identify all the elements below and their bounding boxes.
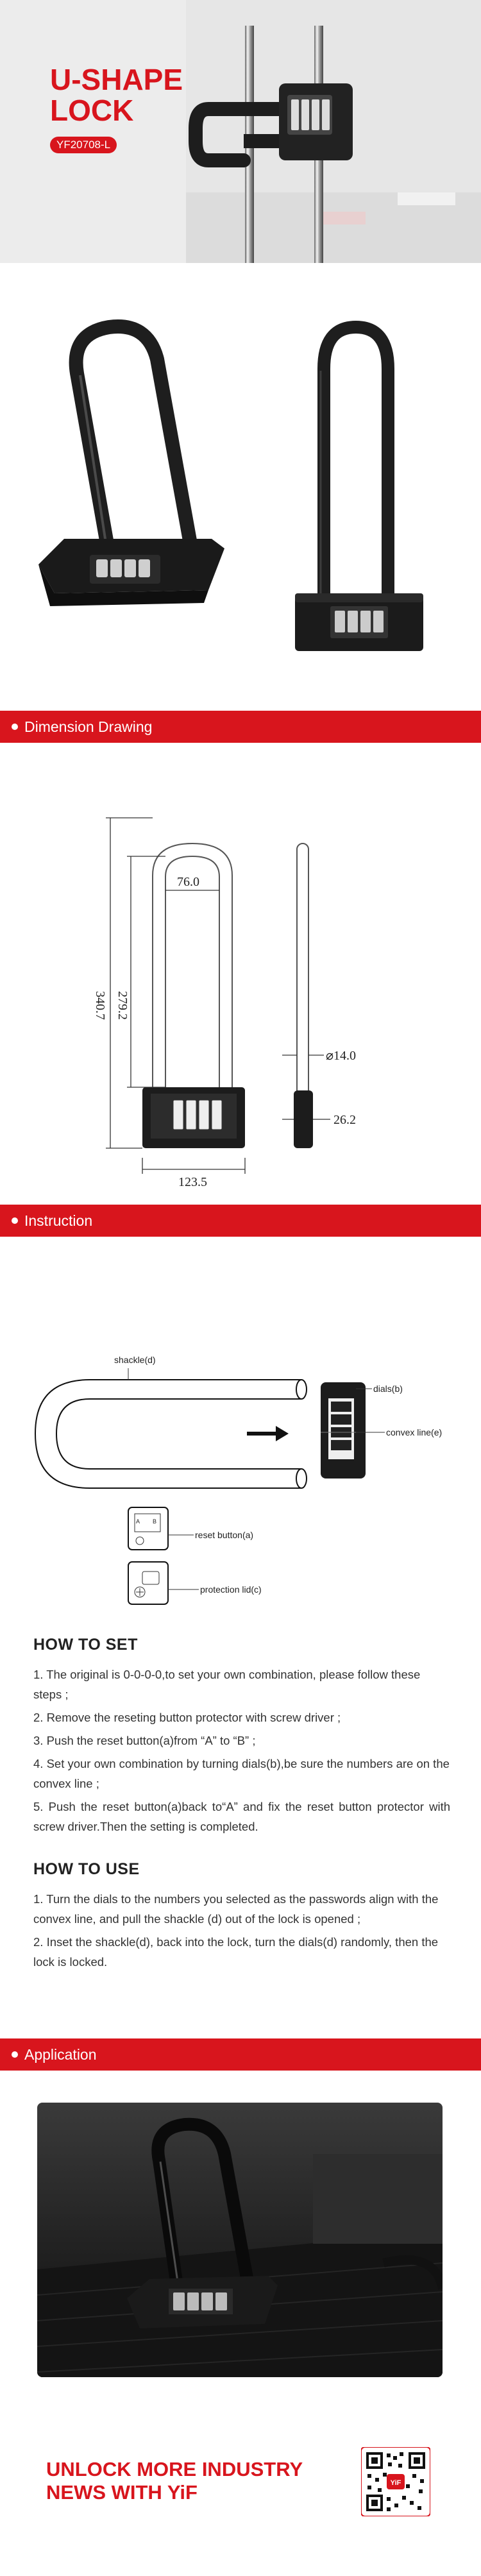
dimension-drawing: 76.0 279.2 340.7 ⌀14.0 26.2 123.5 bbox=[93, 817, 356, 1189]
how-to-set-section: HOW TO SET 1. The original is 0-0-0-0,to… bbox=[33, 1636, 450, 1840]
label-convex-line: convex line(e) bbox=[386, 1427, 442, 1437]
qr-logo: YiF bbox=[391, 2479, 401, 2487]
application-photo bbox=[37, 2103, 443, 2377]
section-header-dimension: Dimension Drawing bbox=[0, 711, 481, 743]
dim-shackle-diameter: ⌀14.0 bbox=[326, 1049, 356, 1063]
hero-banner: U-SHAPE LOCK YF20708-L bbox=[0, 0, 481, 263]
set-step: 1. The original is 0-0-0-0,to set your o… bbox=[33, 1668, 421, 1701]
dim-inner-height: 279.2 bbox=[115, 991, 130, 1020]
instruction-diagram: shackle(d) dials(b) convex line(e) A B r… bbox=[34, 1355, 442, 1605]
section-title: Instruction bbox=[24, 1212, 93, 1229]
hero-title: U-SHAPE LOCK bbox=[50, 64, 183, 126]
how-to-use-title: HOW TO USE bbox=[33, 1860, 140, 1878]
set-step: 2. Remove the reseting button protector … bbox=[33, 1711, 341, 1724]
how-to-set-title: HOW TO SET bbox=[33, 1636, 138, 1654]
section-title: Dimension Drawing bbox=[24, 718, 153, 735]
section-header-instruction: Instruction bbox=[0, 1205, 481, 1237]
bullet-dot bbox=[12, 2051, 18, 2058]
use-step: 1. Turn the dials to the numbers you sel… bbox=[33, 1892, 439, 1926]
section-header-application: Application bbox=[0, 2038, 481, 2071]
bullet-dot bbox=[12, 724, 18, 730]
section-title: Application bbox=[24, 2046, 97, 2063]
hero-title-line1: U-SHAPE bbox=[50, 63, 183, 96]
footer-line2: NEWS WITH YiF bbox=[46, 2481, 198, 2504]
footer-line1: UNLOCK MORE INDUSTRY bbox=[46, 2458, 303, 2480]
label-reset-button: reset button(a) bbox=[195, 1530, 253, 1540]
lock-front-view bbox=[295, 320, 423, 651]
set-step: 4. Set your own combination by turning d… bbox=[33, 1757, 450, 1790]
dim-total-height: 340.7 bbox=[93, 991, 107, 1020]
hero-left-panel bbox=[0, 0, 186, 263]
how-to-use-section: HOW TO USE 1. Turn the dials to the numb… bbox=[33, 1860, 450, 1975]
set-step: 5. Push the reset button(a)back to“A” an… bbox=[33, 1800, 450, 1833]
label-shackle: shackle(d) bbox=[114, 1355, 156, 1365]
label-protection-lid: protection lid(c) bbox=[200, 1584, 262, 1595]
use-step: 2. Inset the shackle(d), back into the l… bbox=[33, 1935, 439, 1969]
reset-label-b: B bbox=[153, 1518, 156, 1525]
hero-title-line2: LOCK bbox=[50, 94, 134, 127]
footer-title: UNLOCK MORE INDUSTRY NEWS WITH YiF bbox=[46, 2458, 303, 2504]
model-badge: YF20708-L bbox=[50, 137, 117, 153]
product-photos bbox=[38, 319, 423, 651]
reset-label-a: A bbox=[136, 1518, 140, 1525]
qr-code[interactable]: YiF bbox=[361, 2447, 430, 2516]
label-dials: dials(b) bbox=[373, 1384, 403, 1394]
lock-angled-view bbox=[38, 319, 224, 606]
dim-body-depth: 26.2 bbox=[333, 1113, 356, 1127]
bullet-dot bbox=[12, 1217, 18, 1224]
hero-lock-photo bbox=[186, 0, 481, 263]
dim-inner-width: 76.0 bbox=[177, 875, 199, 889]
dim-body-width: 123.5 bbox=[178, 1175, 207, 1189]
set-step: 3. Push the reset button(a)from “A” to “… bbox=[33, 1734, 256, 1747]
